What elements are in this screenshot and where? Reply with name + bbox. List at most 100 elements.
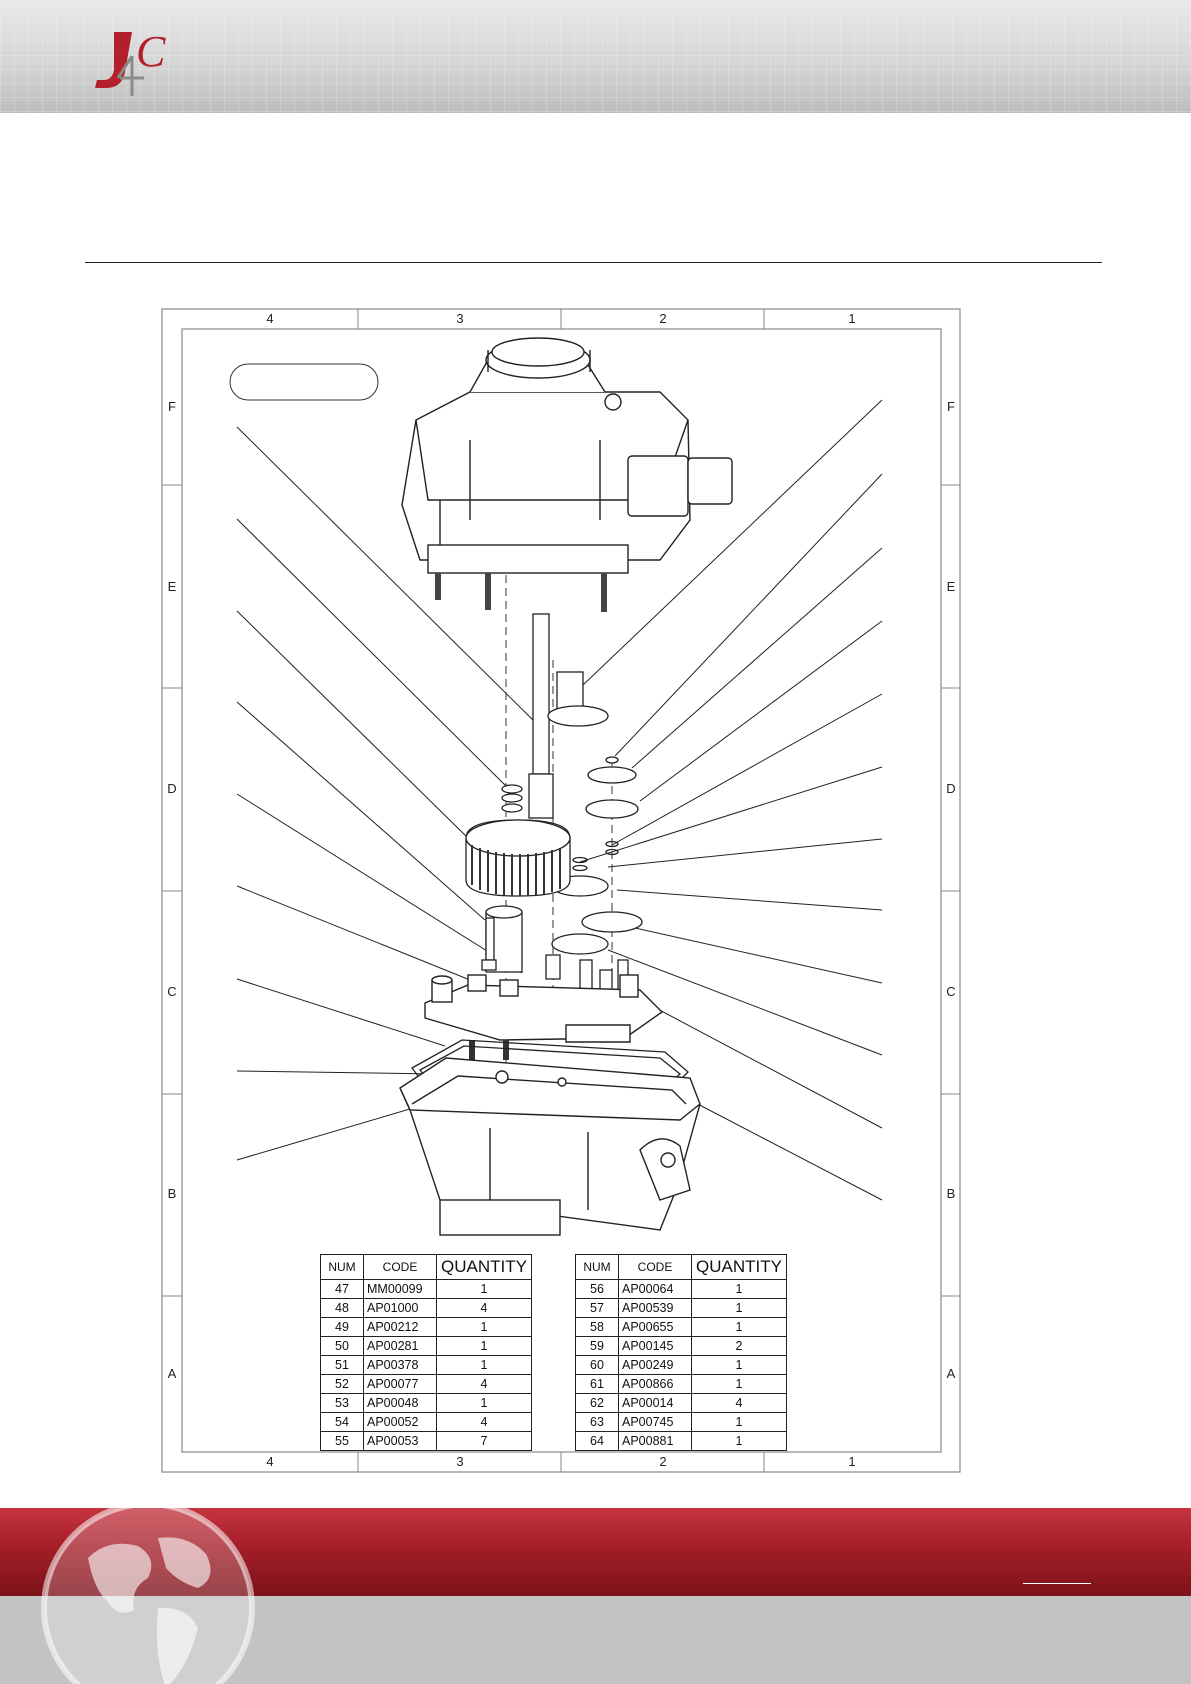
part-number: 50 [320,1336,364,1356]
part-quantity: 1 [691,1431,787,1451]
part-quantity: 1 [691,1374,787,1394]
part-quantity: 1 [691,1355,787,1375]
part-quantity: 1 [436,1393,532,1413]
part-code: AP01000 [363,1298,437,1318]
part-number: 62 [575,1393,619,1413]
zone-bottom-1: 1 [848,1454,855,1469]
part-code: AP00145 [618,1336,692,1356]
part-number: 52 [320,1374,364,1394]
part-quantity: 4 [436,1374,532,1394]
zone-top-4: 4 [266,311,273,326]
zone-left-A: A [168,1366,177,1381]
zone-left-C: C [167,984,176,999]
j4c-logo: C [95,27,166,96]
part-number: 53 [320,1393,364,1413]
part-number: 57 [575,1298,619,1318]
part-quantity: 1 [436,1355,532,1375]
zone-left-E: E [168,579,177,594]
zone-left-D: D [167,781,176,796]
part-code: AP00048 [363,1393,437,1413]
part-code: AP00281 [363,1336,437,1356]
part-code: AP00881 [618,1431,692,1451]
part-code: AP00052 [363,1412,437,1432]
drive-shaft [501,613,554,819]
col-code: CODE [618,1254,692,1280]
col-quantity: QUANTITY [436,1254,532,1280]
zone-right-D: D [946,781,955,796]
zone-left-B: B [168,1186,177,1201]
col-num: NUM [575,1254,619,1280]
part-number: 63 [575,1412,619,1432]
part-code: AP00249 [618,1355,692,1375]
part-quantity: 1 [691,1298,787,1318]
part-quantity: 1 [436,1279,532,1299]
gear-plate [424,974,664,1060]
part-number: 48 [320,1298,364,1318]
part-quantity: 4 [436,1298,532,1318]
page-header: C [0,0,1191,113]
svg-text:C: C [136,27,166,76]
zone-top-2: 2 [659,311,666,326]
header-rule [85,262,1102,263]
part-quantity: 1 [436,1317,532,1337]
part-quantity: 1 [436,1336,532,1356]
zone-bottom-3: 3 [456,1454,463,1469]
gear-train [465,671,643,955]
part-code: AP00655 [618,1317,692,1337]
actuator-base-housing [399,1057,701,1236]
part-quantity: 7 [436,1431,532,1451]
leader-lines-right [579,399,883,1201]
part-number: 59 [575,1336,619,1356]
col-quantity: QUANTITY [691,1254,787,1280]
zone-right-E: E [947,579,956,594]
part-number: 56 [575,1279,619,1299]
col-num: NUM [320,1254,364,1280]
actuator-top-cover [401,337,733,612]
part-code: AP00077 [363,1374,437,1394]
part-number: 60 [575,1355,619,1375]
page-footer [0,1508,1191,1684]
part-quantity: 1 [691,1279,787,1299]
footer-underline [1023,1583,1091,1584]
zone-right-B: B [947,1186,956,1201]
part-quantity: 4 [436,1412,532,1432]
zone-right-C: C [946,984,955,999]
part-code: MM00099 [363,1279,437,1299]
part-code: AP00064 [618,1279,692,1299]
zone-left-F: F [168,399,176,414]
part-number: 51 [320,1355,364,1375]
part-code: AP00014 [618,1393,692,1413]
part-quantity: 4 [691,1393,787,1413]
part-code: AP00745 [618,1412,692,1432]
zone-right-F: F [947,399,955,414]
zone-top-3: 3 [456,311,463,326]
part-number: 47 [320,1279,364,1299]
part-number: 58 [575,1317,619,1337]
part-quantity: 2 [691,1336,787,1356]
zone-bottom-4: 4 [266,1454,273,1469]
part-code: AP00866 [618,1374,692,1394]
view-title-box [229,363,379,401]
part-quantity: 1 [691,1317,787,1337]
zone-top-1: 1 [848,311,855,326]
part-number: 54 [320,1412,364,1432]
